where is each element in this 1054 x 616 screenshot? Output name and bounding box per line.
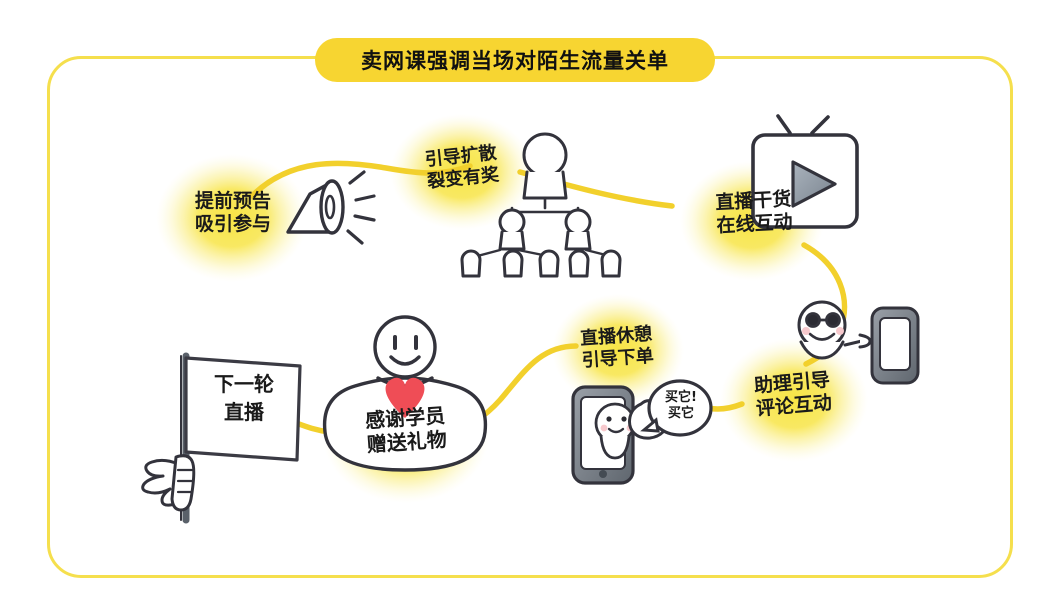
- page-title: 卖网课强调当场对陌生流量关单: [361, 49, 669, 73]
- heart-icon: [385, 377, 425, 418]
- glasses-icon: [805, 312, 841, 328]
- person-phone-icon: [797, 300, 920, 385]
- tv-antenna-left: [776, 114, 792, 135]
- glow-node-1: [156, 154, 308, 282]
- smile: [389, 355, 421, 366]
- hand-icon: [141, 454, 196, 512]
- tv-antenna-right: [810, 115, 830, 135]
- glow-node-4: [720, 338, 868, 462]
- glow-node-5: [552, 294, 684, 406]
- glow-node-2: [390, 114, 534, 230]
- tv-play-icon: [751, 114, 859, 229]
- flag-hand-icon: [141, 352, 302, 524]
- person-heart-icon: [322, 315, 488, 472]
- buy-it-bubble: [640, 379, 713, 437]
- title-pill: 卖网课强调当场对陌生流量关单: [315, 38, 715, 82]
- network-tree-icon: [460, 132, 622, 278]
- play-triangle-icon: [791, 160, 837, 208]
- megaphone-icon: [286, 170, 376, 245]
- flow-segment-1: [249, 160, 473, 199]
